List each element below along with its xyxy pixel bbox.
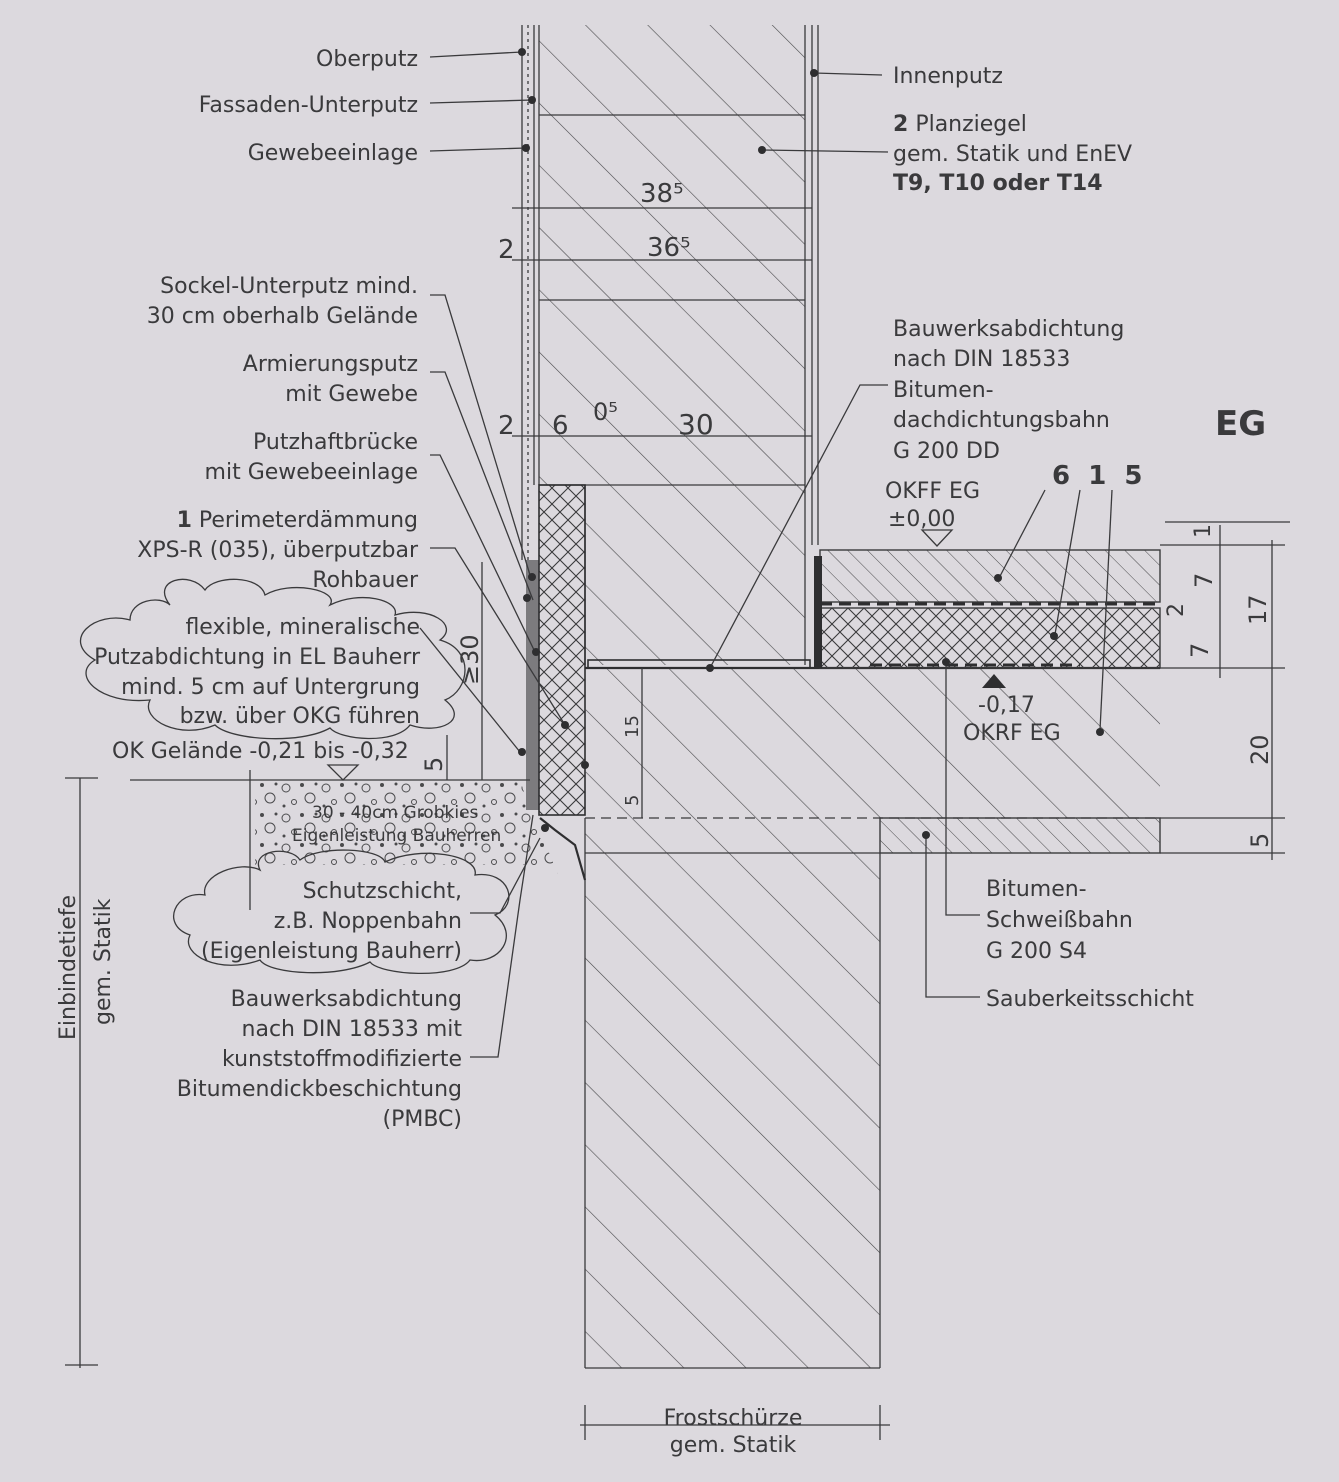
dim-r-20: 20 (1246, 734, 1274, 765)
label-perimeter-line1: 1 Perimeterdämmung (177, 508, 418, 533)
dim-r-17: 17 (1244, 594, 1272, 625)
label-bwa-dd-line1: Bauwerksabdichtung (893, 317, 1124, 342)
label-sauberkeit: Sauberkeitsschicht (986, 987, 1194, 1012)
label-putzhaft-line1: Putzhaftbrücke (253, 430, 418, 455)
dimension-lines (65, 207, 1290, 1440)
label-planziegel-title: Planziegel (915, 112, 1027, 137)
label-sockel-line1: Sockel-Unterputz mind. (160, 274, 418, 299)
label-pmbc-line5: (PMBC) (383, 1107, 462, 1132)
label-layer-numbers: 6 1 5 (1052, 461, 1142, 491)
label-ok-gelaende: OK Gelände -0,21 bis -0,32 (112, 739, 409, 764)
label-pmbc-line1: Bauwerksabdichtung (231, 987, 462, 1012)
masonry-wall (521, 25, 819, 665)
label-gewebeeinlage: Gewebeeinlage (248, 141, 418, 166)
label-einbinde-group: Einbindetiefe gem. Statik (56, 895, 116, 1040)
label-putzhaft-line2: mit Gewebeeinlage (205, 460, 418, 485)
grade-level-marker (326, 764, 360, 781)
label-flex-line1: flexible, mineralische (185, 615, 420, 640)
label-einbinde-line1: Einbindetiefe (56, 895, 81, 1040)
label-okff-line2: ±0,00 (888, 507, 955, 532)
label-bwa-dd-line2: nach DIN 18533 (893, 347, 1070, 372)
perimeter-insulation (526, 484, 586, 816)
label-pmbc-line4: Bitumendickbeschichtung (177, 1077, 462, 1102)
dim-30: 30 (678, 408, 714, 441)
label-fassaden-unterputz: Fassaden-Unterputz (199, 93, 418, 118)
dim-2-top: 2 (498, 235, 515, 265)
label-bwa-dd-line5: G 200 DD (893, 439, 1000, 464)
label-planziegel-line2: gem. Statik und EnEV (893, 142, 1132, 167)
label-eg: EG (1215, 404, 1266, 444)
label-armierung-line1: Armierungsputz (243, 352, 418, 377)
dim-6: 6 (552, 411, 569, 441)
label-flex-line4: bzw. über OKG führen (180, 704, 420, 729)
dim-r-2: 2 (1164, 603, 1189, 617)
gravel-bed (130, 779, 587, 881)
label-oberputz: Oberputz (316, 47, 418, 72)
floor-slab (585, 659, 1160, 819)
label-bwa-dd-line4: dachdichtungsbahn (893, 408, 1110, 433)
label-flex-line3: mind. 5 cm auf Untergrung (121, 675, 420, 700)
dim-2-lower: 2 (498, 411, 515, 441)
label-schutz-line1: Schutzschicht, (303, 879, 462, 904)
dim-r-7b: 7 (1186, 643, 1214, 658)
label-perimeter-number: 1 (177, 508, 192, 533)
dim-15: 15 (622, 715, 643, 738)
label-schutz-line3: (Eigenleistung Bauherr) (201, 939, 462, 964)
label-bwa-dd-line3: Bitumen- (893, 378, 994, 403)
label-frost-line1: Frostschürze (664, 1406, 803, 1431)
dim-5-slab: 5 (622, 795, 643, 806)
label-planziegel-line1: 2 Planziegel (893, 112, 1027, 137)
label-okrf-line1: -0,17 (978, 693, 1035, 718)
label-flex-line2: Putzabdichtung in EL Bauherr (94, 645, 421, 670)
label-pmbc-line3: kunststoffmodifizierte (222, 1047, 462, 1072)
label-schweiss-line3: G 200 S4 (986, 939, 1087, 964)
cleanliness-layer (879, 817, 1161, 854)
dim-r-5: 5 (1246, 833, 1274, 848)
label-planziegel-line3: T9, T10 oder T14 (893, 171, 1103, 196)
label-schutz-line2: z.B. Noppenbahn (274, 909, 462, 934)
label-schweiss-line1: Bitumen- (986, 877, 1087, 902)
cloud-schutz (173, 849, 510, 975)
okff-marker (920, 529, 954, 547)
okrf-marker (982, 674, 1006, 688)
label-eigenleistung-bauherren: Eigenleistung Bauherren (292, 826, 501, 846)
cloud-flex (80, 578, 466, 740)
dim-5-vertical: 5 (420, 757, 448, 772)
label-planziegel-number: 2 (893, 112, 908, 137)
label-pmbc-line2: nach DIN 18533 mit (242, 1017, 463, 1042)
dim-0-5: 0⁵ (593, 398, 618, 426)
frost-apron (584, 818, 881, 1369)
label-okrf-line2: OKRF EG (963, 721, 1061, 746)
dim-r-7a: 7 (1190, 573, 1218, 588)
floor-buildup (814, 549, 1161, 669)
label-frost-line2: gem. Statik (670, 1433, 797, 1458)
label-armierung-line2: mit Gewebe (285, 382, 418, 407)
dim-36-5: 36⁵ (647, 233, 691, 263)
label-sockel-line2: 30 cm oberhalb Gelände (147, 304, 418, 329)
label-perimeter-line2: XPS-R (035), überputzbar (137, 538, 419, 563)
dim-38-5: 38⁵ (640, 179, 684, 209)
leader-lines (419, 51, 1113, 1058)
label-dots (518, 48, 1104, 839)
dim-30-min: ≥30 (456, 634, 484, 685)
dim-r-1: 1 (1191, 524, 1216, 538)
label-innenputz: Innenputz (893, 64, 1003, 89)
label-grobkies: 30 - 40cm Grobkies (312, 803, 479, 823)
label-schweiss-line2: Schweißbahn (986, 908, 1133, 933)
label-perimeter-title: Perimeterdämmung (199, 508, 418, 533)
label-perimeter-line3: Rohbauer (312, 568, 419, 593)
label-einbinde-line2: gem. Statik (91, 898, 116, 1025)
label-okff-line1: OKFF EG (885, 479, 980, 504)
